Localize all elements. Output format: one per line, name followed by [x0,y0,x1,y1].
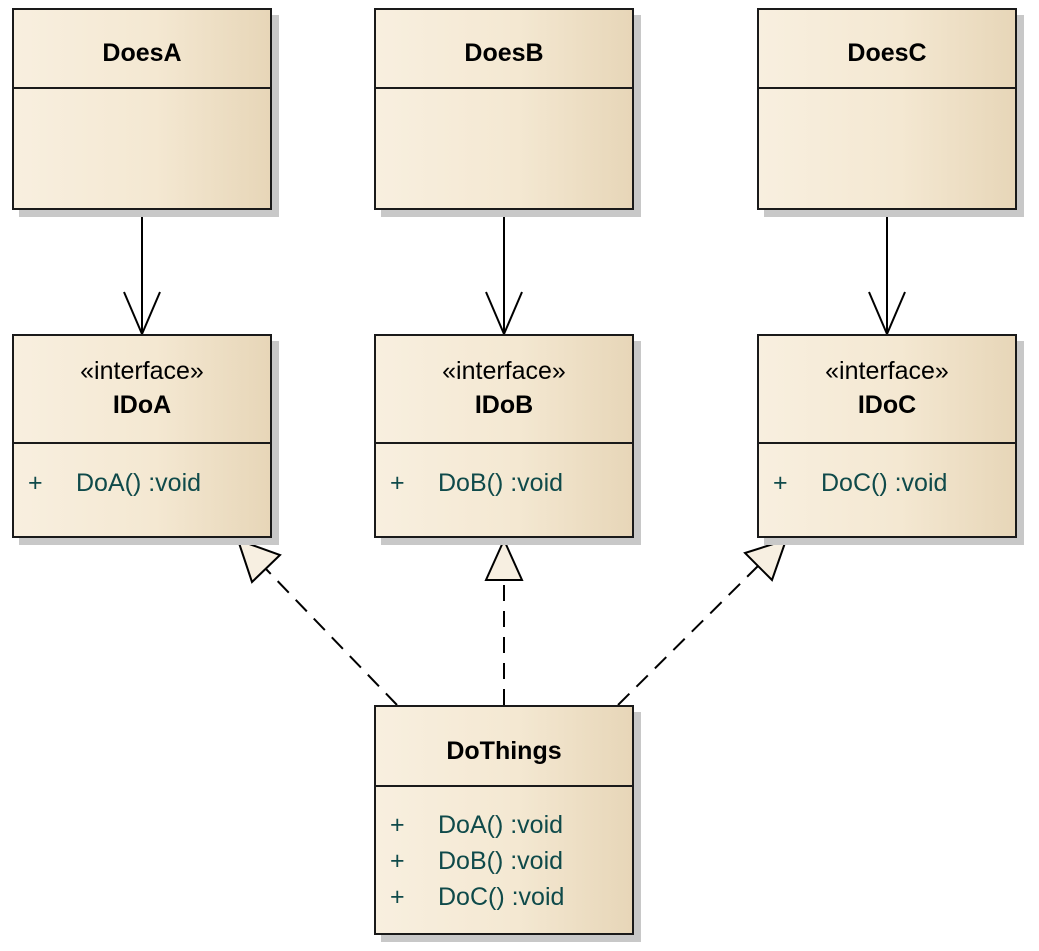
class-name-compartment: DoesC [759,10,1015,89]
interface-name-compartment: «interface» IDoB [376,336,632,444]
operation-signature: DoB() :void [438,847,564,875]
visibility-marker: + [390,811,405,839]
class-name: DoesA [102,39,182,67]
operations-compartment: + DoB() :void [376,444,632,536]
operation-signature: DoA() :void [76,469,202,497]
stereotype-label: «interface» [80,357,204,385]
interface-name: IDoB [474,391,534,419]
class-does-a[interactable]: DoesA [12,8,272,210]
class-does-b[interactable]: DoesB [374,8,634,210]
interface-ido-a[interactable]: «interface» IDoA + DoA() :void [12,334,272,538]
visibility-marker: + [773,469,788,497]
class-name-compartment: DoThings [376,707,632,787]
operation-signature: DoB() :void [438,469,564,497]
visibility-marker: + [390,847,405,875]
interface-ido-b[interactable]: «interface» IDoB + DoB() :void [374,334,634,538]
realization-line-dothings-idoc [617,565,759,706]
class-does-c[interactable]: DoesC [757,8,1017,210]
operations-compartment: + DoC() :void [759,444,1015,536]
stereotype-label: «interface» [442,357,566,385]
visibility-marker: + [390,883,405,911]
realization-line-dothings-idoa [265,568,398,706]
class-name: DoThings [446,737,562,765]
class-name-compartment: DoesA [14,10,270,89]
interface-ido-c[interactable]: «interface» IDoC + DoC() :void [757,334,1017,538]
hollow-triangle-idoa [236,538,282,584]
interface-name-compartment: «interface» IDoA [14,336,270,444]
operations-compartment: + DoA() :void + DoB() :void + DoC() :void [376,787,632,933]
interface-name-compartment: «interface» IDoC [759,336,1015,444]
visibility-marker: + [390,469,405,497]
class-name-compartment: DoesB [376,10,632,89]
visibility-marker: + [28,469,43,497]
hollow-triangle-idob [484,537,524,581]
interface-name: IDoA [112,391,172,419]
operation-signature: DoC() :void [821,469,948,497]
operations-compartment: + DoA() :void [14,444,270,536]
class-name: DoesC [847,39,927,67]
stereotype-label: «interface» [825,357,949,385]
operation-signature: DoA() :void [438,811,564,839]
interface-name: IDoC [857,391,917,419]
operation-signature: DoC() :void [438,883,565,911]
class-do-things[interactable]: DoThings + DoA() :void + DoB() :void + DoC() … [374,705,634,935]
class-name: DoesB [464,39,544,67]
hollow-triangle-idoc [743,538,788,582]
